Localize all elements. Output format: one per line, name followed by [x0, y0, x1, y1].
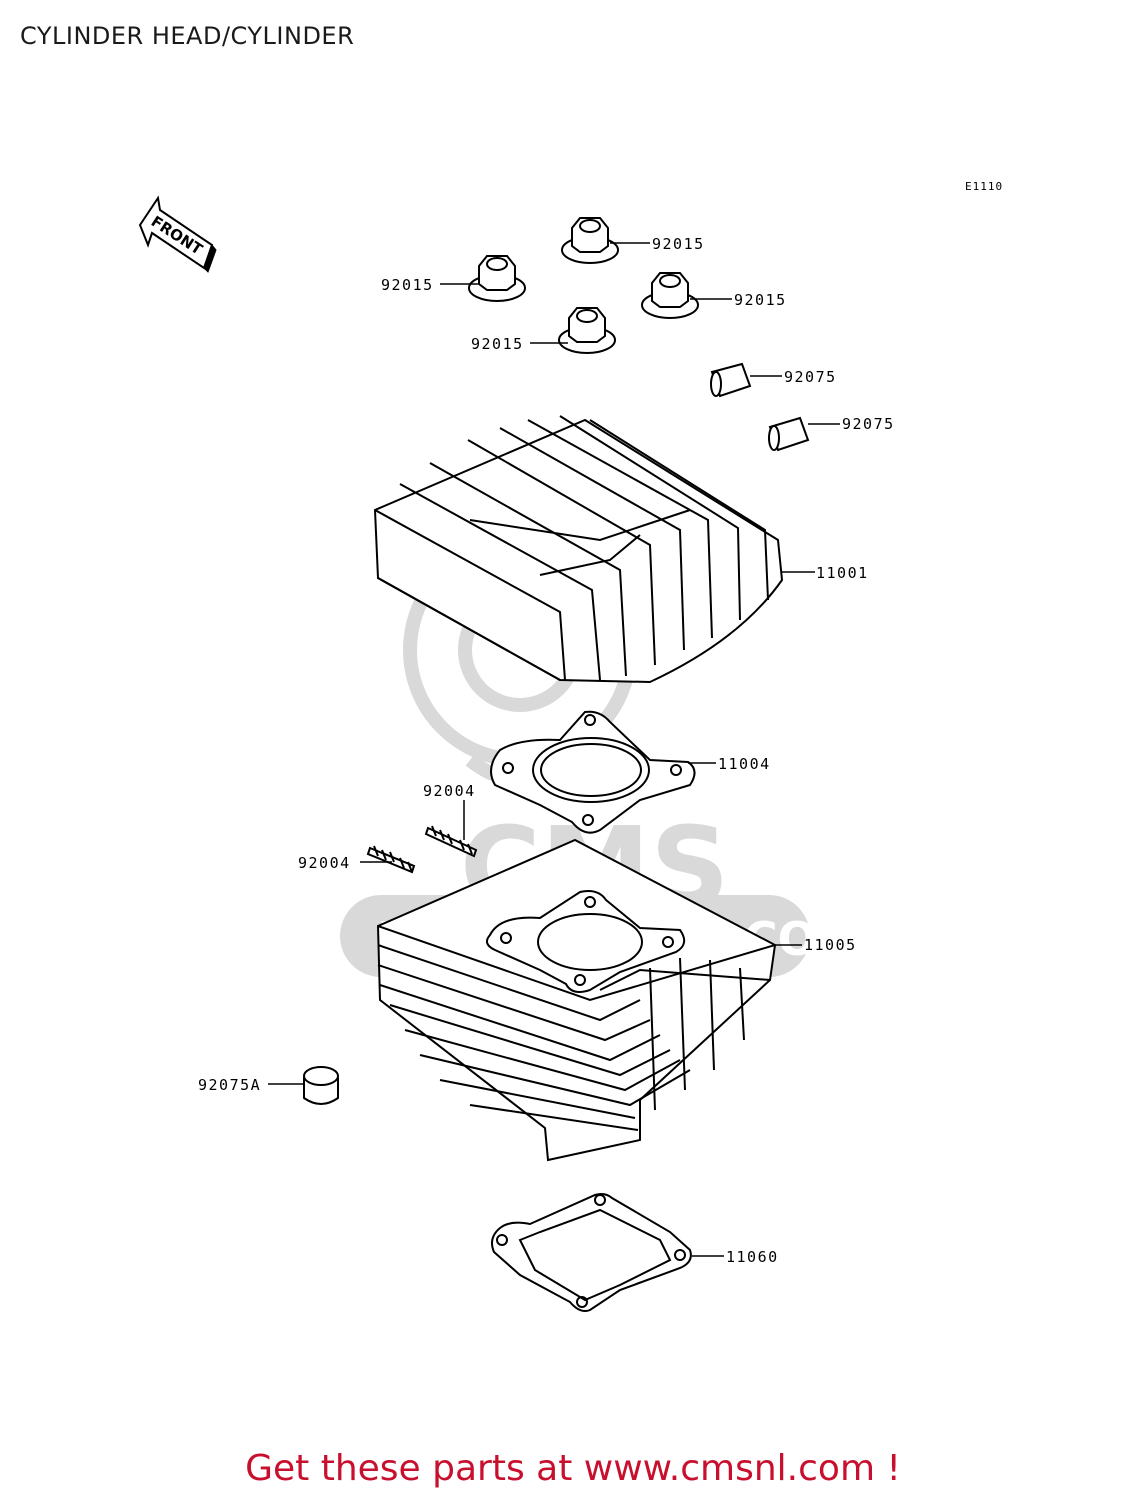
- page-title: CYLINDER HEAD/CYLINDER: [20, 22, 355, 50]
- part-label-nut-top: 92015: [652, 235, 705, 253]
- stud-bolt-1: [424, 825, 478, 858]
- part-label-nut-right: 92015: [734, 291, 787, 309]
- part-label-stud-2: 92004: [298, 854, 351, 872]
- footer-link[interactable]: Get these parts at www.cmsnl.com !: [245, 1448, 901, 1489]
- dowel-pin-a: [303, 1066, 339, 1105]
- part-label-nut-bottom: 92015: [471, 335, 524, 353]
- part-label-head-gasket: 11004: [718, 755, 771, 773]
- head-gasket: [490, 710, 696, 834]
- part-label-stud-1: 92004: [423, 782, 476, 800]
- part-label-dowel-a: 92075A: [198, 1076, 261, 1094]
- flange-nut-left: [468, 255, 526, 302]
- part-label-nut-left: 92015: [381, 276, 434, 294]
- part-label-dowel-2: 92075: [842, 415, 895, 433]
- front-arrow-icon: FRONT: [138, 195, 217, 273]
- flange-nut-bottom: [558, 307, 616, 354]
- part-label-cylinder-head: 11001: [816, 564, 869, 582]
- dowel-pin-2: [768, 416, 810, 452]
- part-label-cylinder: 11005: [804, 936, 857, 954]
- stud-bolt-2: [366, 845, 416, 874]
- leader-lines: [268, 242, 840, 1257]
- base-gasket: [491, 1193, 692, 1312]
- flange-nut-right: [641, 272, 699, 319]
- diagram-ref-code: E1110: [965, 180, 1003, 193]
- dowel-pin-1: [710, 362, 752, 398]
- cylinder-head: [373, 415, 784, 684]
- part-label-dowel-1: 92075: [784, 368, 837, 386]
- part-label-base-gasket: 11060: [726, 1248, 779, 1266]
- flange-nut-top: [561, 217, 619, 264]
- cylinder-block: [376, 838, 777, 1162]
